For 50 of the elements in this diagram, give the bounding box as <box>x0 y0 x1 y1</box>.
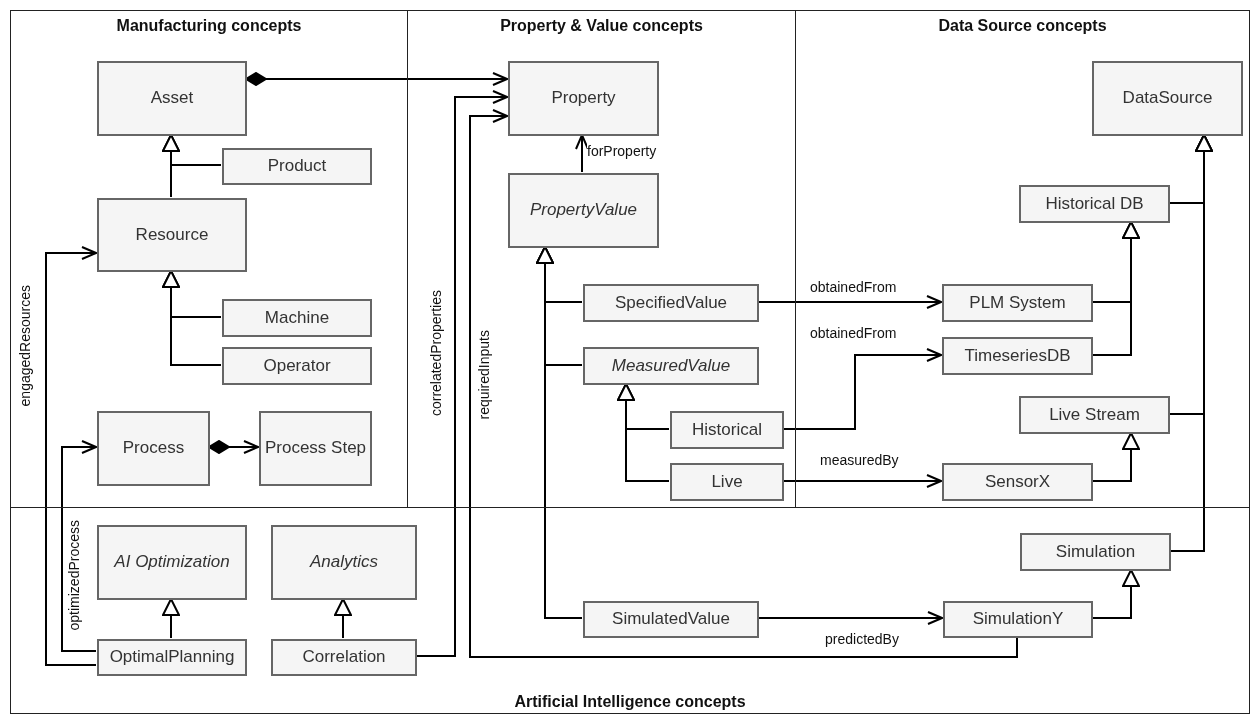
class-box: Operator <box>222 347 372 385</box>
class-box: Process Step <box>259 411 372 486</box>
edge-label: optimizedProcess <box>67 520 83 631</box>
class-box: Correlation <box>271 639 417 676</box>
class-box: Historical DB <box>1019 185 1170 223</box>
class-box: AI Optimization <box>97 525 247 600</box>
panel-title: Property & Value concepts <box>500 17 703 35</box>
association-arrow <box>45 246 97 666</box>
class-box: Live <box>670 463 784 501</box>
class-box: Machine <box>222 299 372 337</box>
panel-title: Artificial Intelligence concepts <box>514 693 746 711</box>
concept-panel <box>10 507 1250 714</box>
concept-panel <box>795 10 1250 508</box>
association-arrow <box>469 109 1018 658</box>
class-box: Simulation <box>1020 533 1171 571</box>
class-box: MeasuredValue <box>583 347 759 385</box>
edge-label: correlatedProperties <box>429 290 445 417</box>
class-box: Analytics <box>271 525 417 600</box>
class-box: SensorX <box>942 463 1093 501</box>
generalization-arrow <box>334 598 352 639</box>
generalization-arrow <box>617 383 670 482</box>
class-box: PLM System <box>942 284 1093 322</box>
edge-label: forProperty <box>587 144 657 160</box>
class-box: PropertyValue <box>508 173 659 248</box>
class-box: Historical <box>670 411 784 449</box>
class-box: SimulationY <box>943 601 1093 638</box>
class-box: SimulatedValue <box>583 601 759 638</box>
class-box: Process <box>97 411 210 486</box>
generalization-arrow <box>162 270 222 366</box>
association-arrow <box>61 440 97 652</box>
class-box: OptimalPlanning <box>97 639 247 676</box>
class-box: Resource <box>97 198 247 272</box>
class-box: Property <box>508 61 659 136</box>
edge-label: requiredInputs <box>477 330 493 420</box>
panel-title: Data Source concepts <box>938 17 1107 35</box>
panel-title: Manufacturing concepts <box>116 17 302 35</box>
class-box: TimeseriesDB <box>942 337 1093 375</box>
edge-label: engagedResources <box>18 285 34 407</box>
generalization-arrow <box>536 246 583 619</box>
class-box: Live Stream <box>1019 396 1170 434</box>
class-box: Product <box>222 148 372 185</box>
concept-panel <box>10 10 408 508</box>
edge-label: measuredBy <box>820 453 899 469</box>
edge-label: predictedBy <box>825 632 899 648</box>
class-box: Asset <box>97 61 247 136</box>
class-box: DataSource <box>1092 61 1243 136</box>
generalization-arrow <box>162 134 180 198</box>
association-arrow <box>575 134 589 173</box>
generalization-arrow <box>162 598 180 639</box>
class-box: SpecifiedValue <box>583 284 759 322</box>
